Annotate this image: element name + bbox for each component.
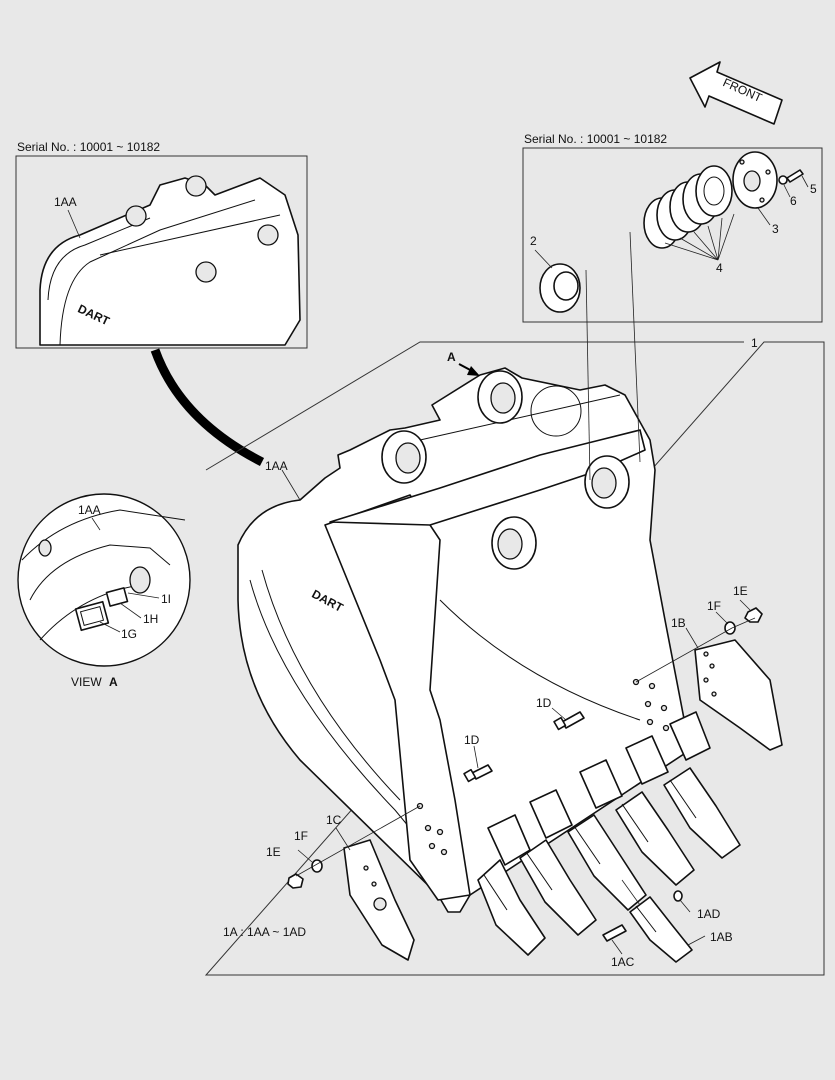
view-a-arrow: A (447, 350, 480, 376)
side-holes-left (416, 802, 448, 856)
view-a-arrow-letter: A (447, 350, 456, 364)
label-1ad: 1AD (697, 907, 721, 921)
label-1f-left: 1F (294, 829, 308, 843)
label-1f-right: 1F (707, 599, 721, 613)
plate-small-part (105, 587, 129, 607)
view-a-caption-word: VIEW (71, 675, 102, 689)
label-1ab: 1AB (710, 930, 733, 944)
boss-front-left (381, 430, 427, 484)
label-3: 3 (772, 222, 779, 236)
adapter-4 (625, 735, 669, 785)
inset-left-frame (15, 155, 308, 349)
label-1e-left: 1E (266, 845, 281, 859)
label-1h: 1H (143, 612, 158, 626)
tooth-2 (519, 839, 597, 936)
shim-stack-part (643, 165, 733, 249)
inset-left-label: 1AA (54, 195, 77, 209)
inset-right-frame (522, 147, 823, 323)
label-1aa-main: 1AA (265, 459, 288, 473)
range-note: 1A : 1AA ~ 1AD (223, 925, 306, 939)
inset-right-serial: Serial No. : 10001 ~ 10182 (524, 132, 667, 146)
bolt-upper (553, 711, 585, 731)
label-1e-right: 1E (733, 584, 748, 598)
tooth-5 (663, 767, 741, 859)
lock-part (673, 890, 683, 902)
inset-left: Serial No. : 10001 ~ 10182 DART 1AA (15, 140, 308, 467)
boss-front-right (491, 516, 537, 570)
nut-left (287, 873, 304, 889)
view-a-circle (17, 493, 191, 667)
adapter-3 (579, 759, 623, 809)
pin-cap-part (539, 263, 581, 313)
adapter-5 (669, 711, 711, 761)
detail-circle (530, 385, 582, 437)
label-6: 6 (790, 194, 797, 208)
label-1c: 1C (326, 813, 342, 827)
washer-part (778, 175, 788, 185)
side-cutter-right (694, 639, 783, 751)
label-1ac: 1AC (611, 955, 635, 969)
front-arrow-icon: FRONT (689, 61, 783, 125)
label-4: 4 (716, 261, 723, 275)
tooth-1 (477, 859, 546, 956)
bucket-assembly: DART (237, 367, 691, 913)
label-1g: 1G (121, 627, 137, 641)
label-1: 1 (751, 336, 758, 350)
label-1d-upper: 1D (536, 696, 552, 710)
inset-left-serial: Serial No. : 10001 ~ 10182 (17, 140, 160, 154)
bolt-part (786, 169, 804, 183)
label-1aa-view: 1AA (78, 503, 101, 517)
washer-right (724, 621, 736, 635)
pin-part (602, 924, 627, 942)
leader-lines (281, 231, 756, 955)
label-1d-lower: 1D (464, 733, 480, 747)
view-a-detail: 1AA 1I 1H 1G VIEW A (17, 493, 191, 689)
view-a-caption: VIEW A (71, 675, 118, 689)
nut-right (744, 607, 763, 623)
boss-rear-left (477, 370, 523, 424)
bolt-lower (463, 764, 493, 783)
view-a-caption-letter: A (109, 675, 118, 689)
inset-left-bucket-drawing: DART (39, 175, 301, 346)
label-5: 5 (810, 182, 817, 196)
label-1b: 1B (671, 616, 686, 630)
inset-right: Serial No. : 10001 ~ 10182 2 (522, 132, 823, 323)
adapter-1 (487, 814, 531, 866)
tooth-4 (615, 791, 695, 886)
adapter-2 (529, 789, 573, 839)
detached-tooth (629, 896, 693, 963)
boss-rear-right (584, 455, 630, 509)
inset-connector (150, 348, 265, 467)
label-2: 2 (530, 234, 537, 248)
label-1i: 1I (161, 592, 171, 606)
retainer-plate-part (732, 151, 778, 209)
side-holes-right (632, 678, 670, 732)
side-cutter-left (343, 839, 415, 961)
